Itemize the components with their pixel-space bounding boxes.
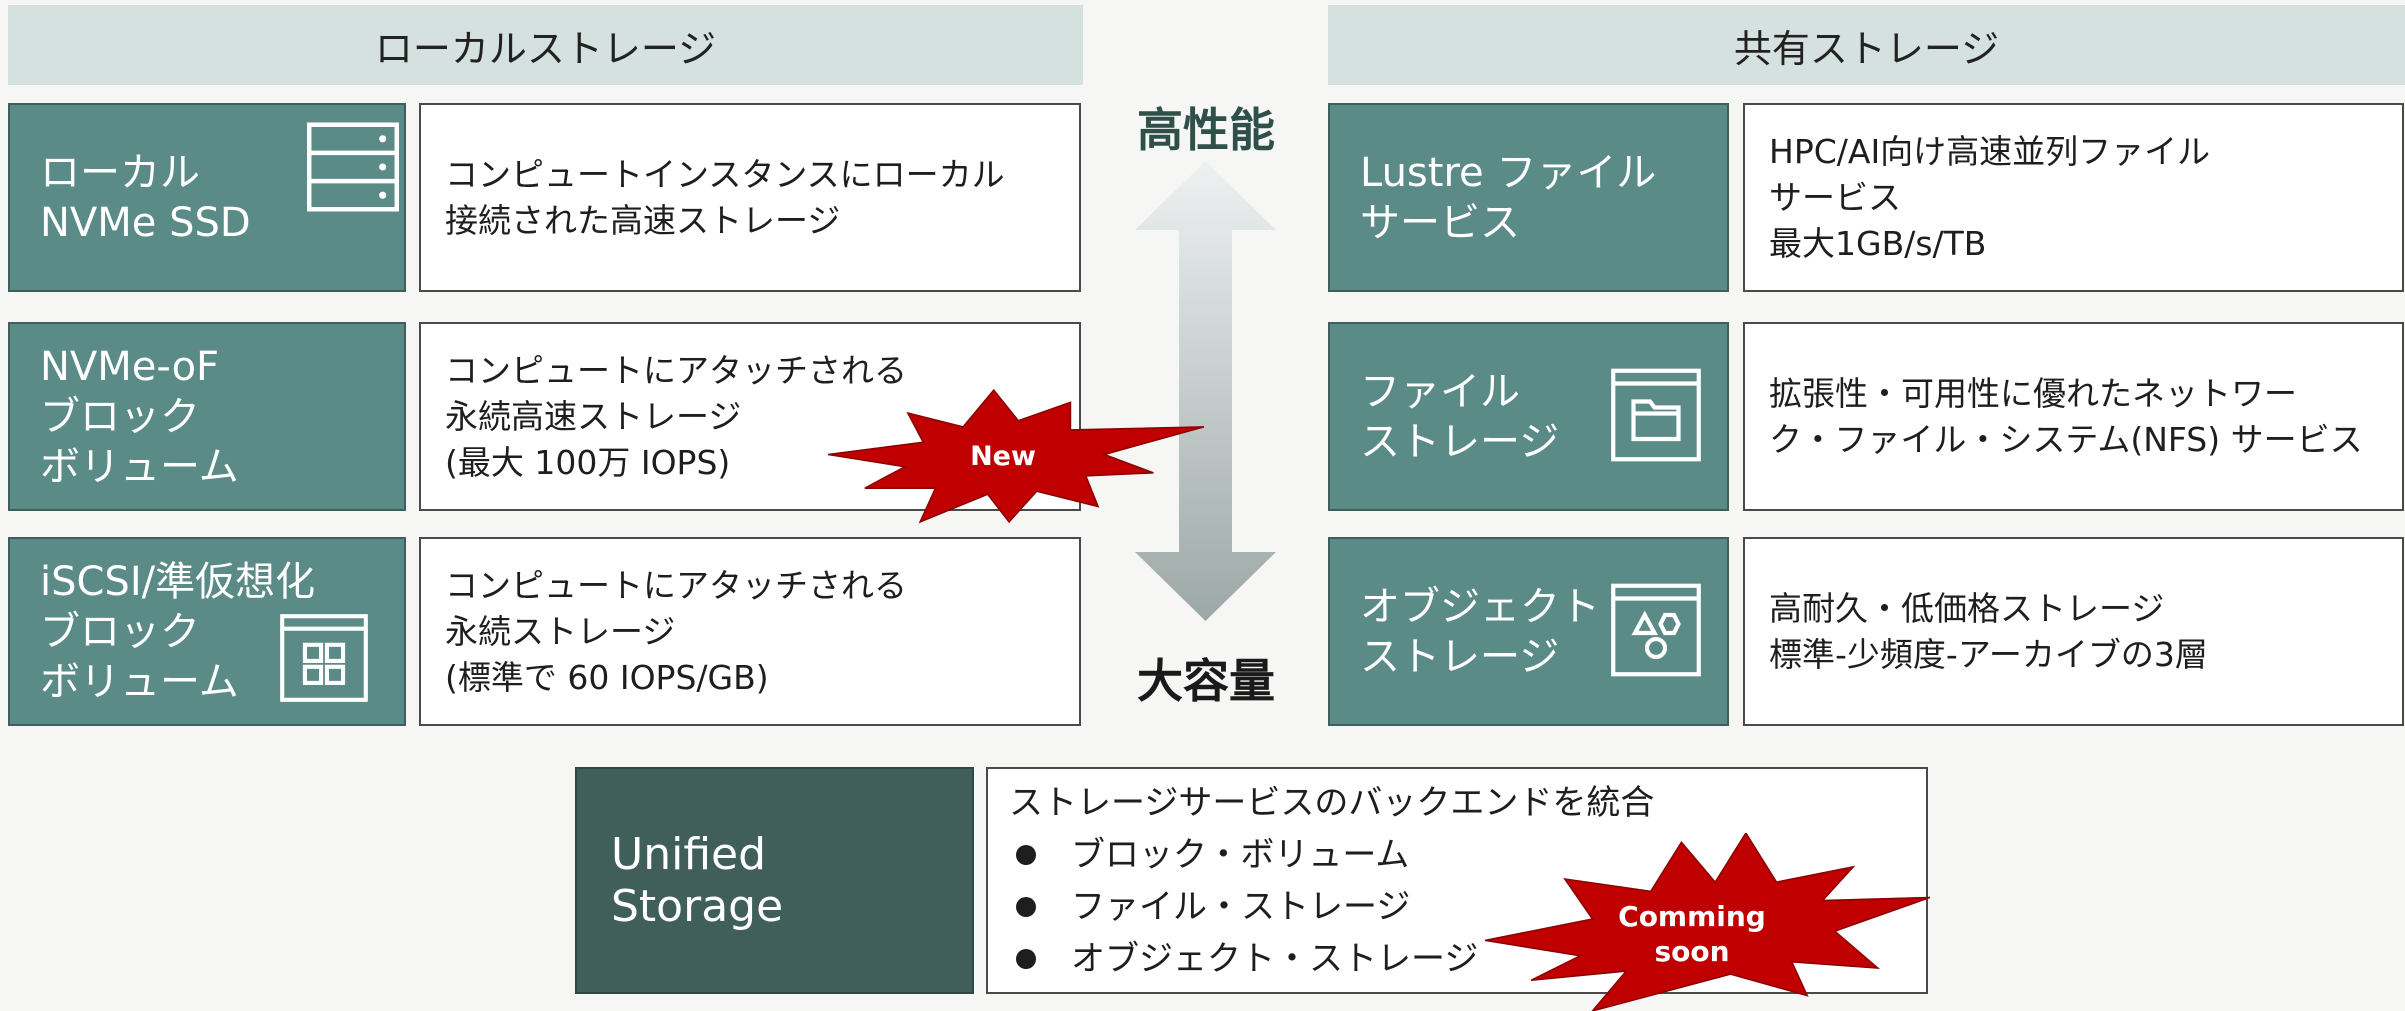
bullet-dot [1016, 948, 1036, 969]
new-badge-text: New [970, 441, 1036, 472]
unified-bullet-item: ブロック・ボリューム [1009, 829, 1926, 881]
service-name-line: ローカル [40, 149, 200, 196]
bullet-dot [1016, 896, 1036, 917]
service-name-line: ストレージ [1360, 633, 1560, 680]
service-name-line: iSCSI/準仮想化 [40, 558, 316, 605]
high-performance-label: 高性能 [1126, 100, 1286, 157]
description-line: 最大1GB/s/TB [1769, 223, 1987, 263]
coming-soon-badge-burst: Comming soon [1485, 833, 1930, 1011]
local-storage-header: ローカルストレージ [8, 5, 1083, 85]
description-line: コンピュートインスタンスにローカル [445, 154, 1005, 194]
nvme-of-block-volume-box: NVMe-oF ブロック ボリューム [8, 322, 406, 511]
local-nvme-ssd-description: コンピュートインスタンスにローカル 接続された高速ストレージ [419, 103, 1081, 292]
file-storage-description: 拡張性・可用性に優れたネットワー ク・ファイル・システム(NFS) サービス [1743, 322, 2404, 511]
large-capacity-text: 大容量 [1137, 654, 1275, 708]
description-line: HPC/AI向け高速並列ファイル [1769, 131, 2211, 171]
coming-soon-line: Comming [1618, 900, 1766, 933]
bullet-text: ファイル・ストレージ [1071, 886, 1411, 927]
description-line: コンピュートにアタッチされる [445, 350, 907, 390]
unified-name-line: Unified [611, 828, 767, 880]
server-icon [307, 122, 399, 212]
service-name-line: NVMe-oF [40, 343, 220, 390]
description-line: 標準-少頻度-アーカイブの3層 [1769, 634, 2208, 674]
grid-window-icon [279, 614, 369, 702]
unified-bullet-item: オブジェクト・ストレージ [1009, 933, 1926, 985]
shared-storage-header: 共有ストレージ [1328, 5, 2405, 85]
object-storage-box: オブジェクト ストレージ [1328, 537, 1729, 726]
unified-summary: ストレージサービスのバックエンドを統合 [1009, 782, 1655, 823]
large-capacity-label: 大容量 [1126, 651, 1286, 708]
unified-name-line: Storage [611, 880, 784, 932]
object-storage-description: 高耐久・低価格ストレージ 標準-少頻度-アーカイブの3層 [1743, 537, 2404, 726]
description-line: 永続高速ストレージ [445, 396, 742, 436]
description-line: (最大 100万 IOPS) [445, 442, 731, 482]
new-badge-burst: New [828, 387, 1204, 525]
service-name-line: ファイル [1360, 368, 1520, 415]
service-name-line: ストレージ [1360, 418, 1560, 465]
high-performance-text: 高性能 [1137, 103, 1275, 157]
lustre-file-service-box: Lustre ファイル サービス [1328, 103, 1729, 292]
coming-soon-line: soon [1654, 935, 1730, 968]
local-nvme-ssd-box: ローカル NVMe SSD [8, 103, 406, 292]
service-name-line: Lustre ファイル [1360, 149, 1657, 196]
folder-window-icon [1611, 368, 1701, 462]
description-line: サービス [1769, 177, 1901, 217]
local-storage-header-text: ローカルストレージ [374, 26, 717, 71]
description-line: コンピュートにアタッチされる [445, 565, 907, 605]
bullet-text: ブロック・ボリューム [1071, 834, 1410, 875]
description-line: 拡張性・可用性に優れたネットワー [1769, 373, 2297, 413]
description-line: 接続された高速ストレージ [445, 200, 841, 240]
shared-storage-header-text: 共有ストレージ [1733, 26, 2000, 71]
bullet-dot [1016, 844, 1036, 865]
service-name-line: ブロック [40, 393, 200, 440]
iscsi-block-volume-box: iSCSI/準仮想化 ブロック ボリューム [8, 537, 406, 726]
service-name-line: NVMe SSD [40, 199, 251, 246]
service-name-line: ボリューム [40, 658, 239, 705]
starburst-shape [828, 387, 1204, 525]
starburst-shape [1485, 833, 1930, 1011]
service-name-line: サービス [1360, 199, 1520, 246]
shapes-window-icon [1611, 583, 1701, 677]
service-name-line: ボリューム [40, 443, 239, 490]
iscsi-block-volume-description: コンピュートにアタッチされる 永続ストレージ (標準で 60 IOPS/GB) [419, 537, 1081, 726]
description-line: 永続ストレージ [445, 611, 676, 651]
service-name-line: ブロック [40, 608, 200, 655]
double-arrow [1135, 161, 1276, 621]
lustre-file-service-description: HPC/AI向け高速並列ファイル サービス 最大1GB/s/TB [1743, 103, 2404, 292]
description-line: (標準で 60 IOPS/GB) [445, 657, 769, 697]
service-name-line: オブジェクト [1360, 583, 1600, 630]
description-line: 高耐久・低価格ストレージ [1769, 588, 2165, 628]
unified-bullet-item: ファイル・ストレージ [1009, 881, 1926, 933]
description-line: ク・ファイル・システム(NFS) サービス [1769, 419, 2363, 459]
bullet-text: オブジェクト・ストレージ [1071, 938, 1479, 979]
unified-storage-box: Unified Storage [575, 767, 974, 994]
file-storage-box: ファイル ストレージ [1328, 322, 1729, 511]
coming-soon-badge-text: Comming soon [1485, 899, 1899, 969]
